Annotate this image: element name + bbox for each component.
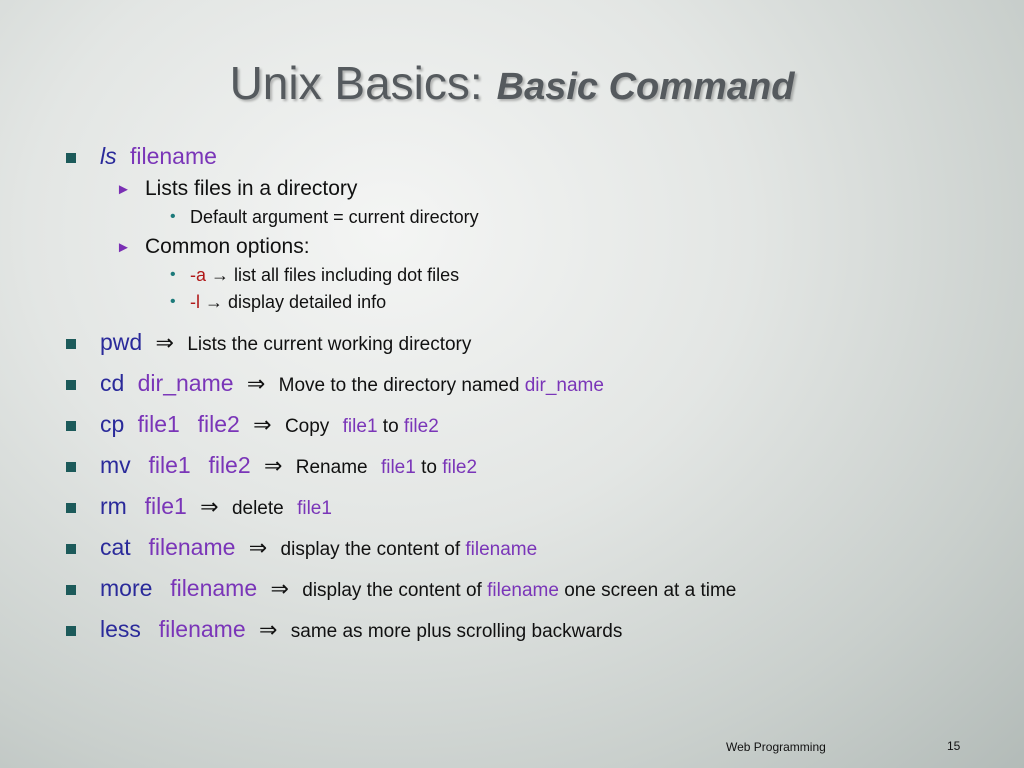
- arg-less: filename: [158, 616, 246, 642]
- square-bullet-icon: [66, 462, 76, 472]
- bullet-cd: cd dir_name ⇒ Move to the directory name…: [100, 370, 604, 397]
- desc-more-tail: one screen at a time: [558, 580, 737, 601]
- desc-arg-cp-1: file1: [342, 416, 378, 437]
- cmd-ls: ls: [100, 143, 117, 169]
- cmd-cd: cd: [100, 370, 125, 396]
- square-bullet-icon: [66, 503, 76, 513]
- cmd-cp: cp: [100, 411, 125, 437]
- right-arrow-icon: →: [205, 292, 224, 312]
- desc-arg-cp-2: file2: [403, 416, 439, 437]
- cmd-pwd: pwd: [100, 329, 143, 355]
- desc-mv: Rename: [295, 457, 368, 478]
- bullet-cat: cat filename ⇒ display the content of fi…: [100, 534, 537, 561]
- arg-rm: file1: [144, 493, 187, 519]
- square-bullet-icon: [66, 421, 76, 431]
- ls-opt-l: -l → display detailed info: [190, 292, 386, 313]
- cmd-rm: rm: [100, 493, 127, 519]
- bullet-more: more filename ⇒ display the content of f…: [100, 575, 736, 602]
- desc-arg-mv-2: file2: [442, 457, 478, 478]
- square-bullet-icon: [66, 585, 76, 595]
- title-main: Unix Basics:: [229, 57, 483, 109]
- arg-mv-1: file1: [148, 452, 191, 478]
- arg-mv-2: file2: [208, 452, 251, 478]
- bullet-less: less filename ⇒ same as more plus scroll…: [100, 616, 622, 643]
- opt-a-flag: -a: [190, 265, 207, 285]
- square-bullet-icon: [66, 380, 76, 390]
- double-arrow-icon: ⇒: [248, 535, 268, 560]
- cmd-less: less: [100, 616, 141, 642]
- desc-cp: Copy: [284, 416, 330, 437]
- cmd-mv: mv: [100, 452, 131, 478]
- bullet-ls: ls filename: [100, 143, 217, 170]
- arg-cat: filename: [148, 534, 236, 560]
- arg-ls: filename: [129, 143, 217, 169]
- ls-sub1: Lists files in a directory: [145, 177, 358, 200]
- right-arrow-icon: →: [211, 265, 230, 285]
- double-arrow-icon: ⇒: [263, 453, 283, 478]
- desc-less: same as more plus scrolling backwards: [290, 621, 623, 642]
- desc-arg-mv-1: file1: [380, 457, 416, 478]
- opt-l-flag: -l: [190, 292, 200, 312]
- double-arrow-icon: ⇒: [246, 371, 266, 396]
- dot-bullet-icon: •: [170, 208, 176, 225]
- triangle-bullet-icon: ►: [116, 239, 131, 256]
- desc-more: display the content of: [302, 580, 488, 601]
- desc-cp-to: to: [377, 416, 404, 437]
- desc-pwd: Lists the current working directory: [187, 334, 472, 355]
- opt-a-desc: list all files including dot files: [229, 265, 460, 285]
- ls-sub2: Common options:: [145, 235, 310, 258]
- desc-arg-cat: filename: [465, 539, 538, 560]
- desc-arg-cd: dir_name: [524, 375, 604, 396]
- double-arrow-icon: ⇒: [200, 494, 219, 519]
- slide-title: Unix Basics: Basic Command: [0, 56, 1024, 110]
- triangle-bullet-icon: ►: [116, 181, 131, 198]
- desc-arg-more: filename: [487, 580, 559, 601]
- bullet-mv: mv file1 file2 ⇒ Rename file1 to file2: [100, 452, 477, 479]
- bullet-cp: cp file1 file2 ⇒ Copy file1 to file2: [100, 411, 439, 438]
- desc-cat: display the content of: [280, 539, 466, 560]
- arg-more: filename: [170, 575, 258, 601]
- arg-cp-1: file1: [137, 411, 180, 437]
- square-bullet-icon: [66, 339, 76, 349]
- slide-footer: Web Programming: [726, 740, 826, 754]
- cmd-cat: cat: [100, 534, 131, 560]
- title-subtitle: Basic Command: [496, 66, 795, 108]
- arg-cp-2: file2: [197, 411, 240, 437]
- desc-cd: Move to the directory named: [278, 375, 525, 396]
- square-bullet-icon: [66, 544, 76, 554]
- desc-rm: delete: [231, 498, 284, 519]
- dot-bullet-icon: •: [170, 266, 176, 283]
- cmd-more: more: [100, 575, 153, 601]
- double-arrow-icon: ⇒: [270, 576, 289, 601]
- opt-l-desc: display detailed info: [223, 292, 387, 312]
- double-arrow-icon: ⇒: [253, 412, 272, 437]
- bullet-pwd: pwd ⇒ Lists the current working director…: [100, 329, 471, 356]
- ls-opt-a: -a → list all files including dot files: [190, 265, 459, 286]
- desc-arg-rm: file1: [297, 498, 332, 519]
- double-arrow-icon: ⇒: [258, 617, 278, 642]
- page-number: 15: [947, 739, 961, 753]
- square-bullet-icon: [66, 626, 76, 636]
- bullet-rm: rm file1 ⇒ delete file1: [100, 493, 332, 520]
- ls-sub1-detail: Default argument = current directory: [190, 207, 479, 227]
- arg-cd: dir_name: [137, 370, 234, 396]
- double-arrow-icon: ⇒: [155, 330, 174, 355]
- desc-mv-to: to: [415, 457, 443, 478]
- square-bullet-icon: [66, 153, 76, 163]
- dot-bullet-icon: •: [170, 293, 176, 310]
